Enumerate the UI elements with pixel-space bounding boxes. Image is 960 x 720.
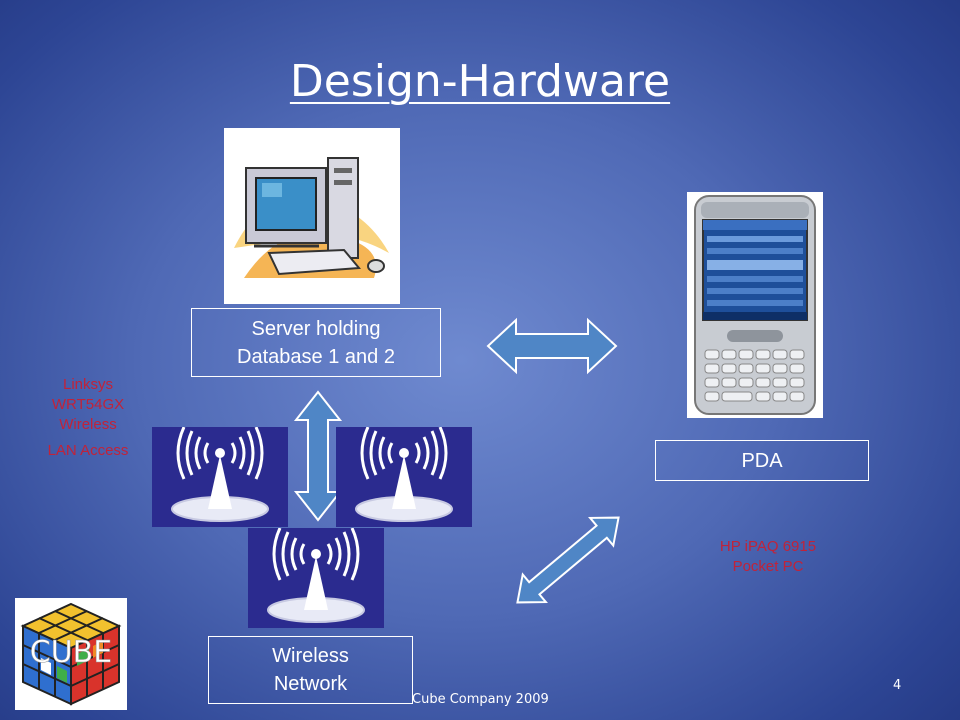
hp-ipaq-label: HP iPAQ 6915 Pocket PC: [690, 537, 846, 577]
pda-box: PDA: [655, 440, 869, 481]
wireless-tower-icon: [336, 427, 472, 527]
pda-label: PDA: [741, 449, 783, 472]
wireless-tower-icon: [248, 528, 384, 628]
computer-icon: [224, 128, 400, 304]
server-label-line2: Database 1 and 2: [237, 345, 395, 368]
server-label-line1: Server holding: [251, 317, 381, 340]
linksys-line1: Linksys: [62, 376, 114, 393]
cube-logo-icon: CUBE: [15, 598, 127, 710]
cube-logo-text: CUBE: [30, 635, 112, 670]
footer-company: Cube Company 2009: [412, 692, 549, 707]
hp-line1: HP iPAQ 6915: [719, 538, 817, 555]
linksys-line4: LAN Access: [47, 442, 129, 459]
double-arrow-icon: [484, 316, 620, 376]
wireless-tower-icon: [152, 427, 288, 527]
hp-line2: Pocket PC: [732, 558, 804, 575]
slide-number: 4: [893, 678, 902, 693]
linksys-line2: WRT54GX: [51, 396, 125, 413]
wireless-label-line1: Wireless: [272, 645, 349, 667]
double-arrow-icon: [512, 512, 624, 608]
linksys-line3: Wireless: [59, 416, 117, 433]
linksys-label: Linksys WRT54GX Wireless LAN Access: [20, 375, 156, 461]
slide-title: Design-Hardware: [289, 56, 671, 107]
pda-device-icon: [687, 192, 823, 418]
wireless-label-line2: Network: [273, 673, 348, 695]
double-arrow-icon: [292, 388, 344, 524]
